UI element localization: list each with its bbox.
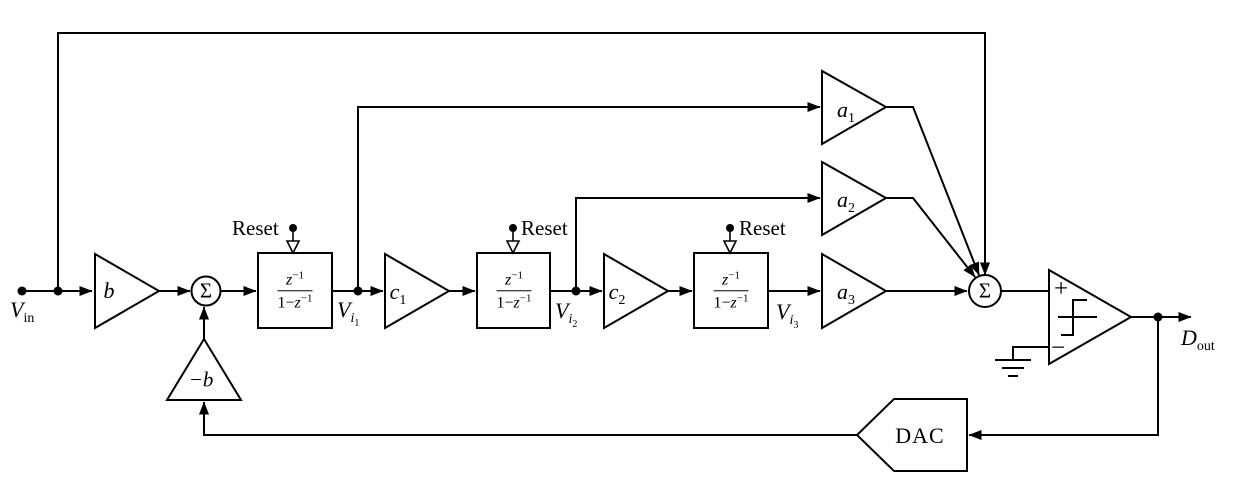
summer-2-circle: [968, 274, 1002, 308]
summer-1-symbol: Σ: [199, 278, 213, 303]
wire-dac-to-negb: [199, 401, 857, 436]
summer-1-circle: [190, 275, 222, 307]
gain-a2-triangle: [821, 160, 889, 237]
reset-3-label: Reset: [739, 216, 786, 240]
integrator-3-transfer-function: z−1 1−z−1: [713, 269, 749, 312]
comparator-minus-label: −: [1050, 334, 1066, 362]
comparator-plus-label: +: [1053, 275, 1069, 303]
gain-c2-triangle: [603, 252, 670, 330]
node-vi3-label: Vi3: [776, 299, 799, 331]
wire-input-feedforward-top: [57, 32, 990, 291]
gain-a1-label: a1: [837, 97, 855, 126]
wire-output-to-dac: [968, 317, 1159, 440]
reset-3-dot: [726, 224, 734, 232]
integrator-1-transfer-function: z−1 1−z−1: [277, 269, 313, 312]
junction-dot-vi2: [571, 286, 581, 296]
reset-1-dot: [289, 224, 297, 232]
junction-dot-output: [1153, 312, 1163, 322]
gain-a3-triangle: [821, 252, 888, 330]
wire-comparator-minus-to-ground: [1012, 346, 1049, 360]
reset-3-arrow-icon: [722, 240, 738, 255]
gain-a3-label: a3: [837, 279, 855, 308]
gain-negb-triangle: [165, 337, 243, 401]
wire-a2-to-summer2: [886, 197, 976, 278]
gain-b-triangle: [94, 252, 161, 330]
gain-b-label: b: [103, 278, 115, 303]
reset-2-label: Reset: [521, 216, 568, 240]
junction-dot-vi1: [353, 286, 363, 296]
wire-a1-to-summer2: [886, 106, 980, 276]
gain-a1-triangle: [821, 69, 889, 146]
comparator-hysteresis-icon: [1058, 299, 1097, 336]
gain-c2-label: c2: [608, 279, 626, 308]
input-label: Vin: [10, 297, 35, 326]
wire-tap-vi1-to-a1: [357, 102, 821, 291]
node-vi1-label: Vi1: [337, 297, 360, 329]
gain-c1-triangle: [384, 252, 451, 330]
reset-1-label: Reset: [232, 216, 279, 240]
integrator-2-transfer-function: z−1 1−z−1: [496, 269, 532, 312]
node-vi2-label: Vi2: [555, 298, 578, 330]
junction-dot-input-tap: [53, 286, 63, 296]
gain-a2-label: a2: [837, 187, 855, 216]
wire-tap-vi2-to-a2: [575, 193, 821, 291]
gain-c1-label: c1: [389, 279, 407, 308]
dac-label: DAC: [895, 423, 945, 448]
summer-2-symbol: Σ: [978, 278, 992, 303]
gain-negb-label: −b: [188, 367, 214, 392]
reset-2-dot: [509, 224, 517, 232]
output-label: Dout: [1181, 325, 1215, 354]
reset-1-arrow-icon: [285, 240, 301, 255]
ground-icon: [995, 359, 1031, 377]
reset-2-arrow-icon: [505, 240, 521, 255]
dac-block: [855, 398, 968, 472]
input-terminal-dot: [17, 286, 27, 296]
